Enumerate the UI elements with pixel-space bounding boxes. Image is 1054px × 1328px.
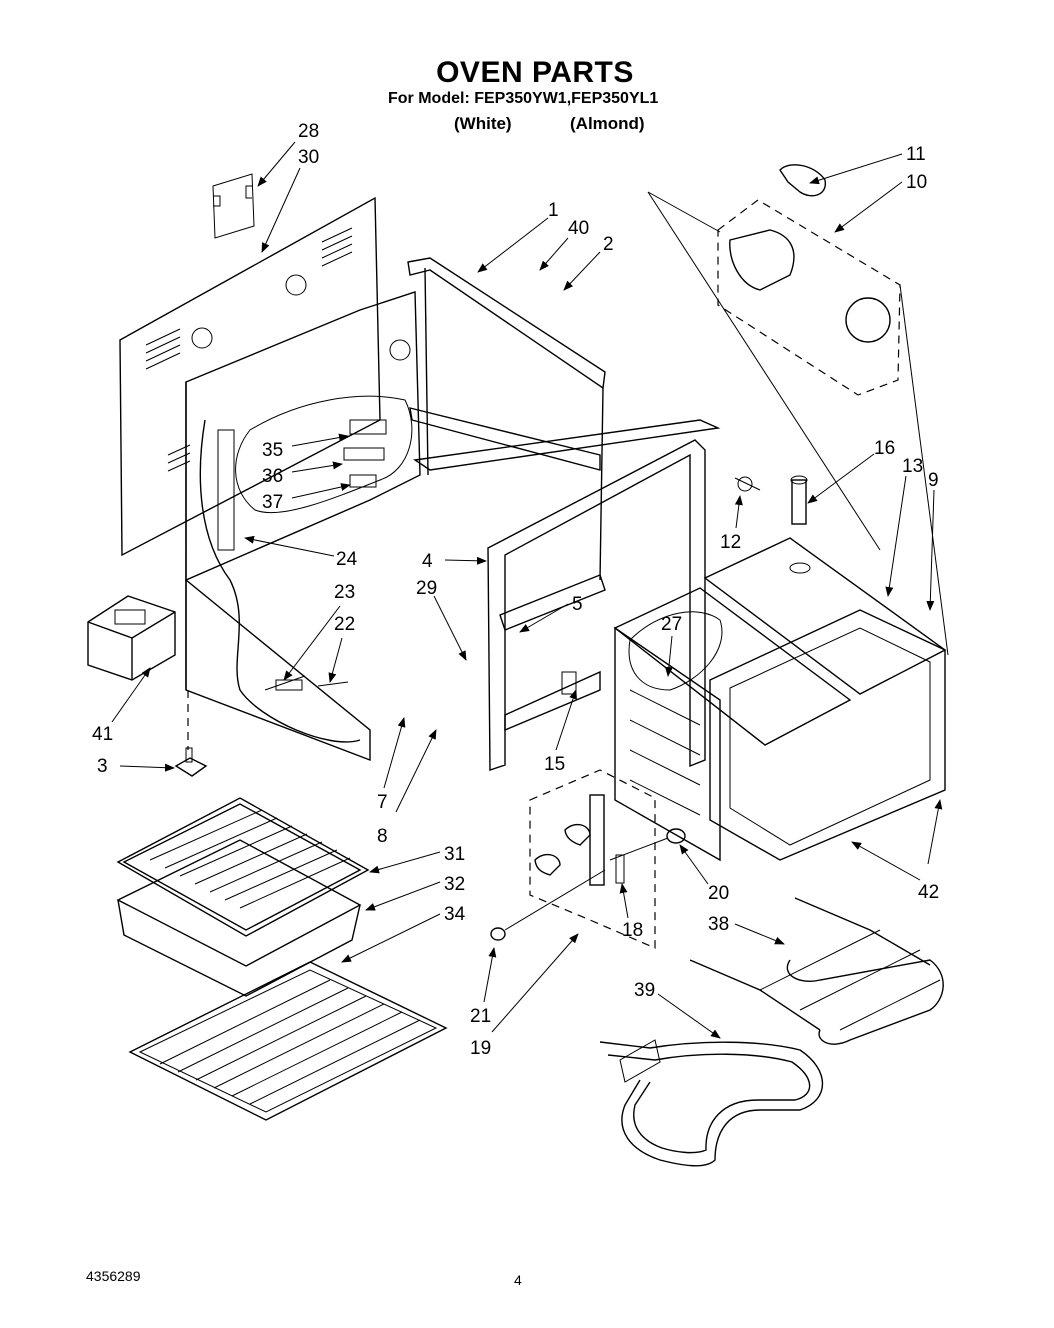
leader-lines xyxy=(111,141,943,1039)
callout-labels: 28 30 1 40 2 11 10 35 36 37 24 16 13 9 1… xyxy=(92,121,939,1059)
broil-element-drawing xyxy=(599,1039,824,1167)
callout-13: 13 xyxy=(902,456,923,477)
callout-3: 3 xyxy=(97,756,108,777)
callout-34: 34 xyxy=(444,904,466,925)
callout-23: 23 xyxy=(334,582,355,603)
callout-1: 1 xyxy=(548,200,559,221)
page-title: OVEN PARTS xyxy=(436,56,634,89)
oven-cavity-drawing xyxy=(613,475,947,862)
callout-12: 12 xyxy=(720,532,741,553)
callout-42: 42 xyxy=(918,882,939,903)
broiler-pan-drawing xyxy=(116,797,370,997)
callout-2: 2 xyxy=(603,234,614,255)
light-assembly-drawing xyxy=(647,164,949,656)
callout-22: 22 xyxy=(334,614,355,635)
callout-39: 39 xyxy=(634,980,655,1001)
front-frame-drawing xyxy=(487,439,706,771)
callout-8: 8 xyxy=(377,826,388,847)
model-line: For Model: FEP350YW1,FEP350YL1 xyxy=(388,90,659,107)
callout-27: 27 xyxy=(661,614,682,635)
callout-19: 19 xyxy=(470,1038,491,1059)
callout-41: 41 xyxy=(92,724,113,745)
callout-15: 15 xyxy=(544,754,565,775)
callout-7: 7 xyxy=(377,792,388,813)
callout-11: 11 xyxy=(906,144,926,165)
callout-29: 29 xyxy=(416,578,437,599)
callout-16: 16 xyxy=(874,438,895,459)
callout-31: 31 xyxy=(444,844,465,865)
latch-assembly-drawing xyxy=(490,769,686,949)
variant-almond: (Almond) xyxy=(570,114,645,133)
callout-21: 21 xyxy=(470,1006,491,1027)
callout-20: 20 xyxy=(708,883,729,904)
callout-10: 10 xyxy=(906,172,927,193)
callout-40: 40 xyxy=(568,218,589,239)
callout-36: 36 xyxy=(262,466,283,487)
bake-element-drawing xyxy=(689,897,944,1045)
junction-box-drawing xyxy=(87,595,208,777)
callout-24: 24 xyxy=(336,549,358,570)
oven-frame-drawing xyxy=(185,257,721,762)
oven-rack-drawing xyxy=(128,961,448,1121)
callout-18: 18 xyxy=(622,920,643,941)
callout-38: 38 xyxy=(708,914,729,935)
callout-30: 30 xyxy=(298,147,319,168)
page-number: 4 xyxy=(514,1272,522,1288)
document-number: 4356289 xyxy=(86,1268,141,1284)
callout-9: 9 xyxy=(928,470,939,491)
callout-37: 37 xyxy=(262,492,283,513)
callout-5: 5 xyxy=(572,594,583,615)
callout-35: 35 xyxy=(262,440,283,461)
callout-28: 28 xyxy=(298,121,319,142)
variant-white: (White) xyxy=(454,114,512,133)
callout-32: 32 xyxy=(444,874,465,895)
callout-4: 4 xyxy=(422,551,433,572)
